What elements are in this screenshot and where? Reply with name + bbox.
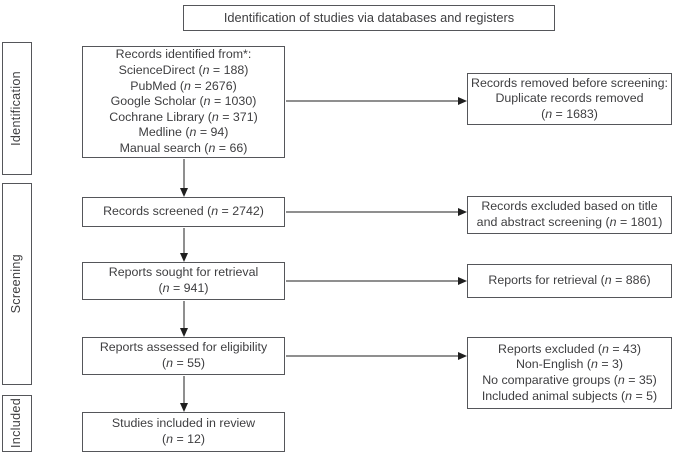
stage-label-identification: Identification: [2, 42, 32, 175]
diagram-title: Identification of studies via databases …: [183, 5, 555, 31]
arrow-identified-to-screened: [179, 159, 188, 197]
arrow-sought-to-retrieval: [286, 276, 467, 285]
arrowhead-right-icon: [458, 351, 467, 360]
arrow-screened-to-excluded: [286, 207, 467, 216]
box-records-removed: Records removed before screening:Duplica…: [467, 73, 672, 125]
stage-label-identification-text: Identification: [9, 71, 24, 146]
stage-label-screening-text: Screening: [9, 254, 24, 314]
box-reports-excluded: Reports excluded (n = 43)Non-English (n …: [467, 337, 672, 409]
box-studies-included: Studies included in review(n = 12): [82, 412, 285, 452]
box-reports-sought: Reports sought for retrieval(n = 941): [82, 262, 285, 300]
stage-label-screening: Screening: [2, 183, 32, 385]
arrow-identified-to-removed: [286, 96, 467, 105]
box-reports-for-retrieval: Reports for retrieval (n = 886): [467, 264, 672, 298]
arrow-assessed-to-excluded: [286, 351, 467, 360]
stage-label-included-text: Included: [9, 398, 24, 449]
arrowhead-right-icon: [458, 96, 467, 105]
box-records-screened: Records screened (n = 2742): [82, 197, 285, 227]
arrow-sought-to-assessed: [179, 301, 188, 337]
arrow-screened-to-sought: [179, 228, 188, 262]
arrowhead-right-icon: [458, 276, 467, 285]
stage-label-included: Included: [2, 395, 32, 452]
box-records-identified: Records identified from*:ScienceDirect (…: [82, 46, 285, 158]
arrowhead-right-icon: [458, 207, 467, 216]
box-reports-assessed: Reports assessed for eligibility(n = 55): [82, 337, 285, 375]
arrow-assessed-to-included: [179, 376, 188, 412]
arrowhead-down-icon: [179, 403, 188, 412]
arrowhead-down-icon: [179, 328, 188, 337]
arrowhead-down-icon: [179, 188, 188, 197]
arrowhead-down-icon: [179, 253, 188, 262]
